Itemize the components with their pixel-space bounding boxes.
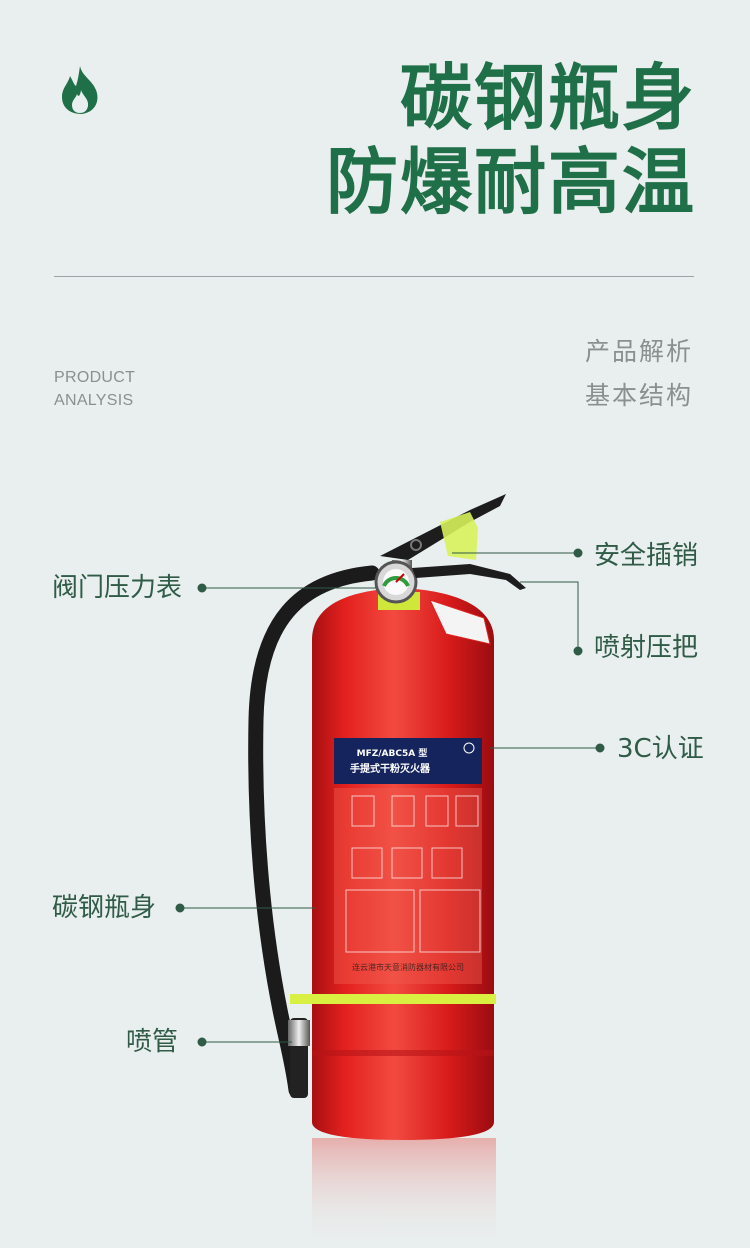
callout-3c-certification: 3C认证 — [617, 734, 704, 764]
label-name: 手提式干粉灭火器 — [350, 762, 431, 775]
3c-mark — [463, 742, 475, 754]
callout-handle: 喷射压把 — [594, 633, 699, 663]
product-label — [334, 738, 482, 784]
section-cn-line-1: 产品解析 — [584, 337, 693, 366]
callout-hose: 喷管 — [126, 1027, 179, 1057]
flame-icon — [62, 66, 98, 114]
carry-handle — [412, 564, 526, 590]
hose — [248, 565, 380, 1098]
instructions-area — [334, 788, 482, 984]
label-model: MFZ/ABC5A 型 — [357, 747, 428, 759]
section-cn-line-2: 基本结构 — [584, 381, 693, 410]
section-en-line-2: ANALYSIS — [54, 392, 134, 409]
yellow-band — [290, 994, 496, 1004]
headline-line-1: 碳钢瓶身 — [399, 56, 696, 140]
callout-pressure-gauge: 阀门压力表 — [52, 573, 183, 603]
section-label-english: PRODUCT ANALYSIS — [54, 366, 135, 412]
section-en-line-1: PRODUCT — [54, 369, 136, 386]
callout-carbon-steel-body: 碳钢瓶身 — [52, 893, 157, 923]
divider — [54, 276, 694, 277]
reflection — [312, 1138, 496, 1248]
fire-extinguisher-image: MFZ/ABC5A 型 手提式干粉灭火器 连云港市天意消防器材有限公司 — [248, 494, 526, 1248]
headline-line-2: 防爆耐高温 — [325, 140, 696, 224]
label-maker: 连云港市天意消防器材有限公司 — [352, 962, 464, 972]
callout-safety-pin: 安全插销 — [594, 541, 699, 571]
section-label-chinese: 产品解析 基本结构 — [585, 330, 693, 418]
headline: 碳钢瓶身 防爆耐高温 — [326, 56, 696, 224]
